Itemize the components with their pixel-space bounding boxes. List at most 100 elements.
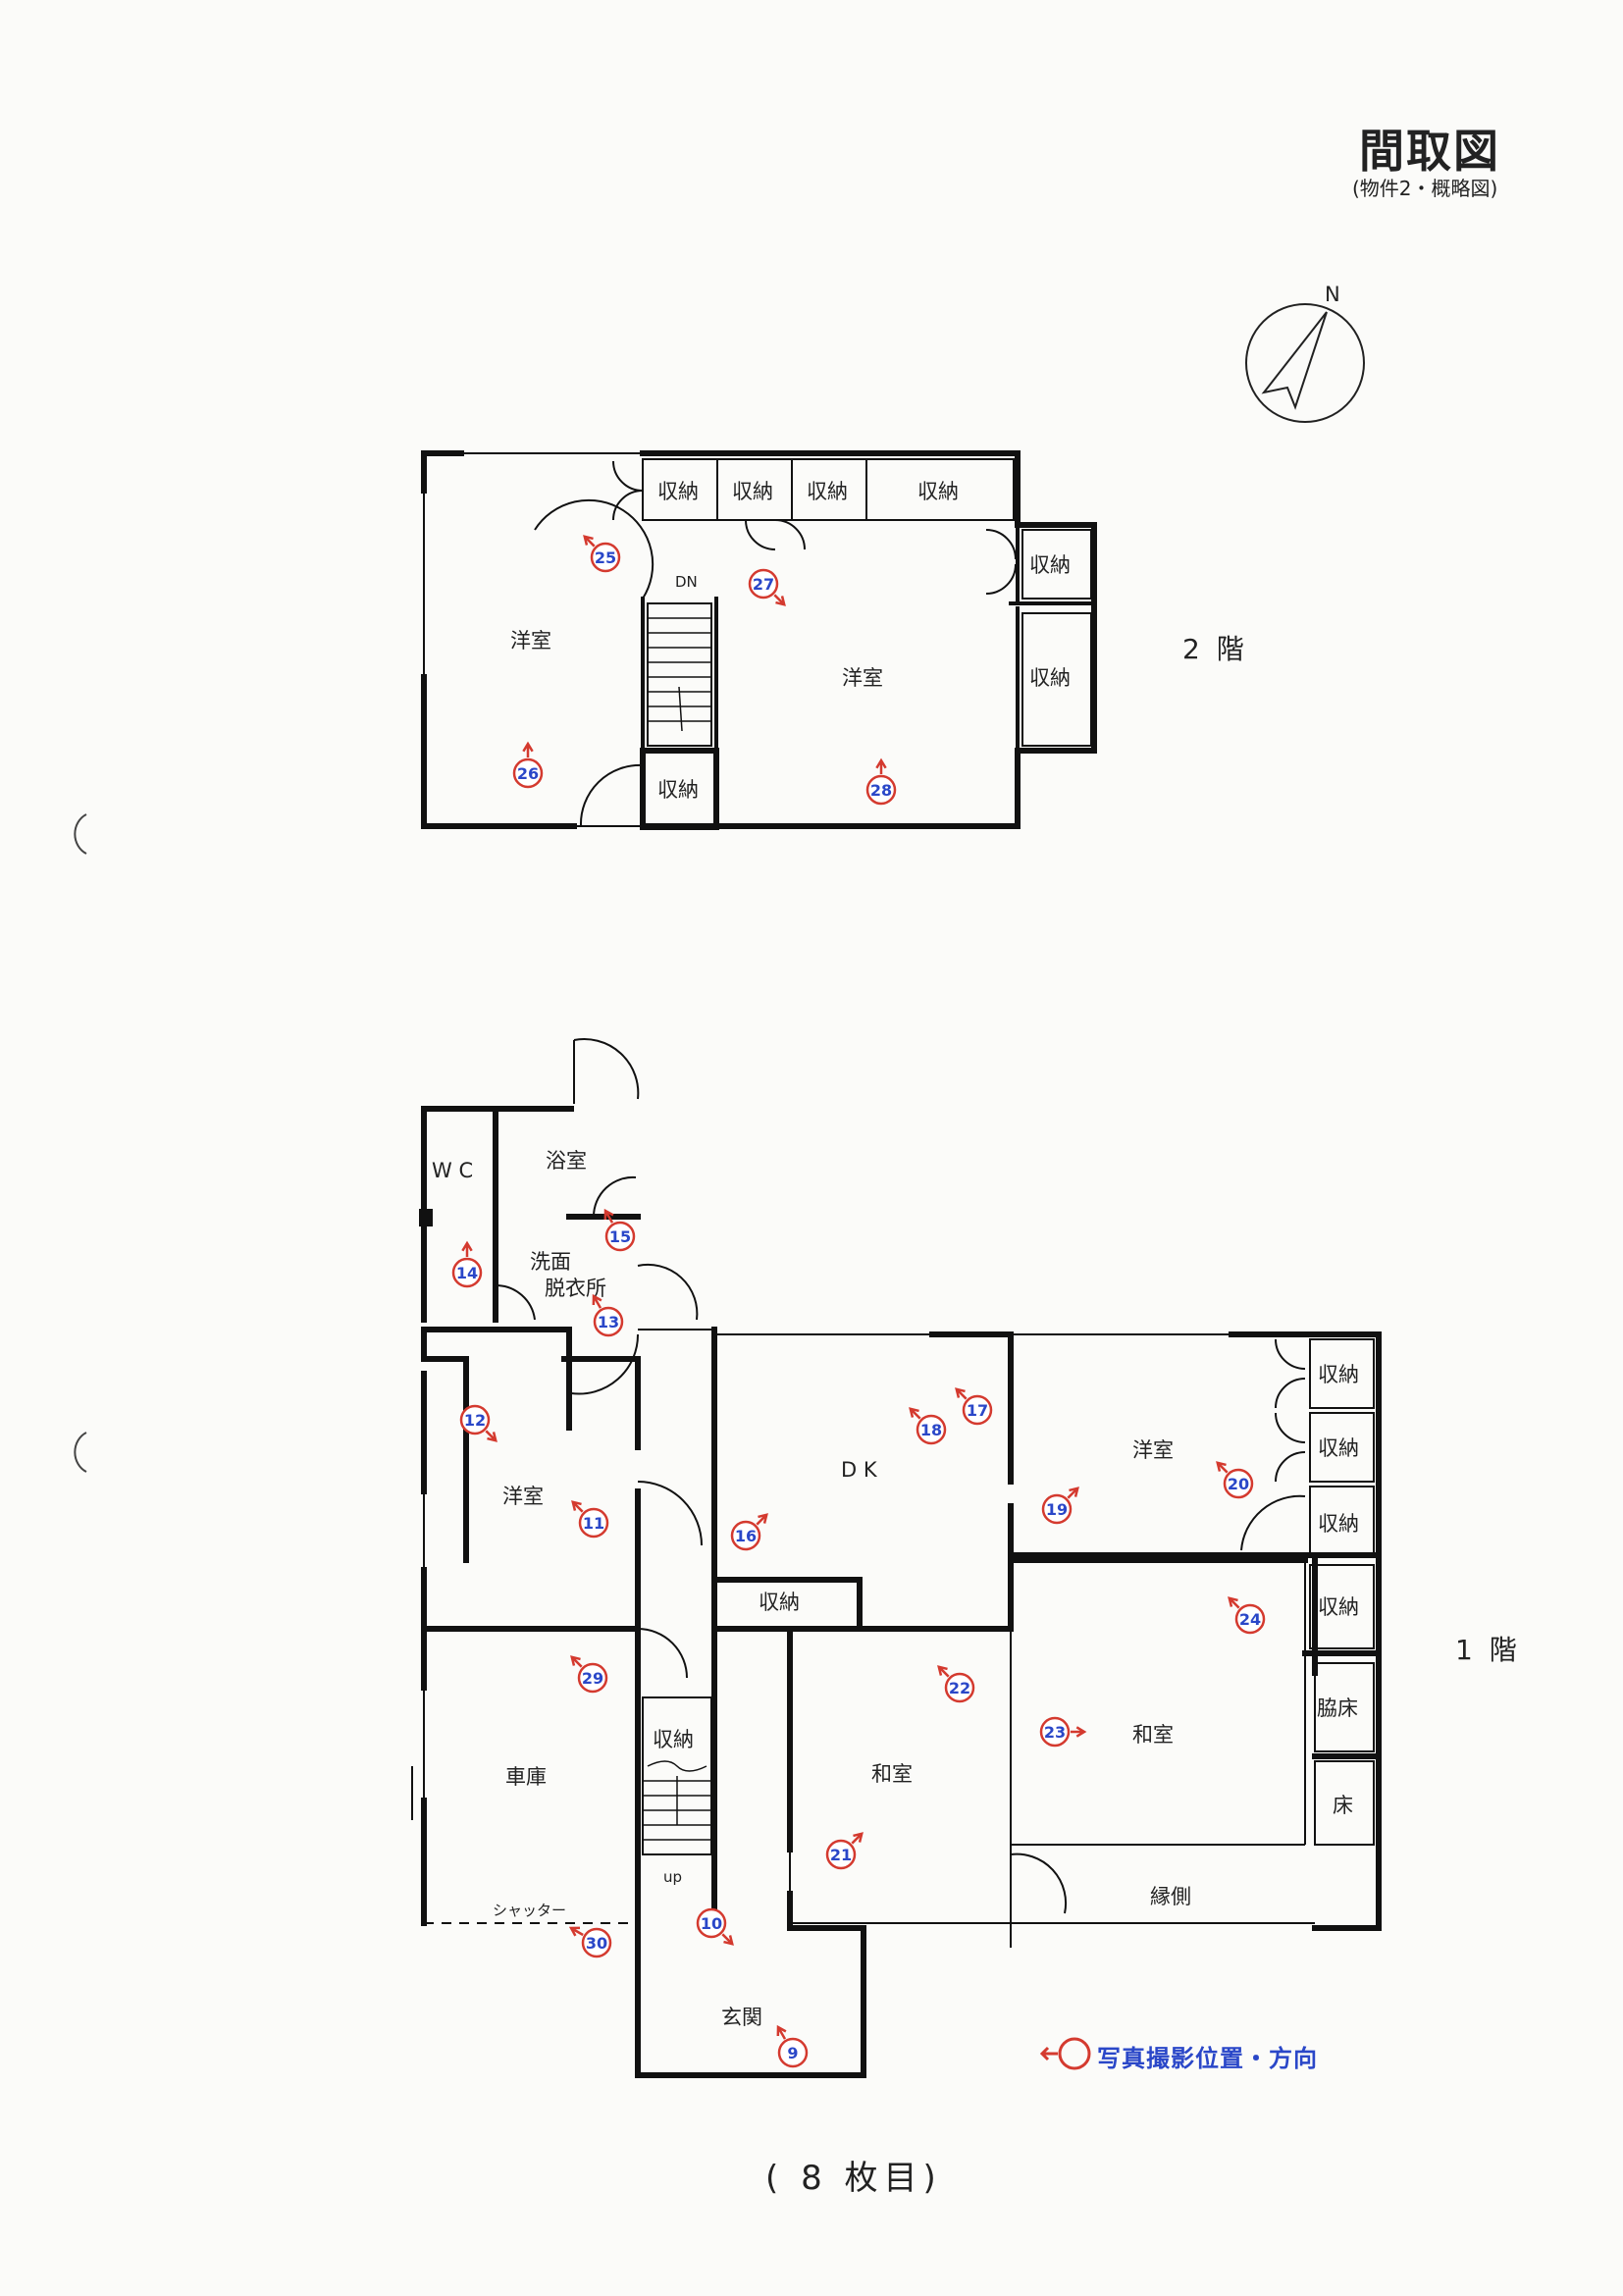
stair-down-label: DN: [675, 573, 698, 591]
photo-marker-circle: [944, 1672, 975, 1703]
photo-marker-17: 17: [955, 1387, 993, 1426]
compass-icon: N: [1245, 283, 1365, 423]
photo-marker-circle: [604, 1221, 636, 1252]
photo-marker-circle: [1041, 1493, 1073, 1525]
photo-marker-circle: [577, 1662, 608, 1694]
room-washroom: 洗面: [530, 1250, 571, 1274]
photo-marker-number: 16: [735, 1527, 757, 1545]
photo-direction-arrow-icon: [721, 1933, 734, 1946]
photo-direction-arrow-icon: [909, 1407, 921, 1420]
photo-marker-number: 29: [582, 1669, 603, 1688]
sheet-number: ( 8 枚目): [765, 2159, 942, 2198]
photo-marker-number: 17: [967, 1401, 988, 1420]
stair-up-label: up: [663, 1868, 682, 1886]
photo-marker-number: 25: [595, 548, 616, 567]
photo-marker-23: 23: [1039, 1716, 1087, 1748]
photo-marker-10: 10: [696, 1907, 734, 1946]
photo-direction-arrow-icon: [1067, 1487, 1079, 1499]
room-bath: 浴室: [546, 1149, 587, 1173]
photo-direction-arrow-icon: [570, 1655, 583, 1668]
photo-direction-arrow-icon: [776, 2024, 787, 2040]
room-japanese-a: 和室: [871, 1762, 913, 1786]
photo-marker-circle: [590, 542, 621, 573]
punch-hole-mark: [74, 813, 87, 855]
photo-marker-18: 18: [909, 1407, 947, 1445]
photo-direction-arrow-icon: [571, 1500, 584, 1513]
photo-marker-circle: [777, 2037, 809, 2068]
photo-marker-30: 30: [568, 1926, 612, 1958]
photo-marker-number: 30: [586, 1934, 607, 1953]
photo-direction-arrow-icon: [1228, 1596, 1240, 1609]
photo-marker-number: 15: [609, 1227, 631, 1246]
room-western-2f-a: 洋室: [510, 629, 551, 652]
photo-marker-20: 20: [1216, 1461, 1254, 1499]
photo-marker-circle: [578, 1507, 609, 1539]
photo-marker-number: 19: [1046, 1500, 1068, 1519]
storage-label: 収納: [1318, 1363, 1359, 1386]
photo-marker-number: 21: [830, 1846, 852, 1864]
photo-marker-25: 25: [583, 535, 621, 573]
photo-marker-number: 11: [583, 1514, 604, 1533]
room-japanese-b: 和室: [1132, 1723, 1174, 1747]
room-changing: 脱衣所: [545, 1277, 606, 1300]
room-wakidoko: 脇床: [1317, 1696, 1358, 1720]
photo-marker-number: 14: [456, 1264, 478, 1282]
photo-marker-circle: [825, 1839, 857, 1870]
photo-marker-24: 24: [1228, 1596, 1266, 1635]
storage-label: 収納: [917, 480, 959, 503]
floor-label-first: 1 階: [1455, 1634, 1521, 1666]
photo-marker-circle: [593, 1306, 624, 1337]
photo-marker-28: 28: [865, 757, 897, 806]
storage-label: 収納: [1029, 666, 1071, 690]
photo-marker-circle: [1223, 1468, 1254, 1499]
room-western-1f-a: 洋室: [502, 1485, 544, 1508]
photo-marker-circle: [730, 1520, 761, 1551]
photo-markers: 2527262815141312181711161920242922232110…: [451, 535, 1266, 2068]
photo-direction-arrow-icon: [955, 1387, 968, 1400]
photo-marker-circle: [916, 1414, 947, 1445]
photo-marker-13: 13: [592, 1293, 624, 1337]
room-wc: W C: [432, 1159, 473, 1182]
photo-marker-15: 15: [603, 1208, 636, 1252]
photo-marker-number: 18: [920, 1421, 942, 1439]
photo-direction-arrow-icon: [522, 741, 534, 757]
storage-label: 収納: [657, 778, 699, 802]
storage-label: 収納: [1318, 1512, 1359, 1536]
photo-marker-circle: [962, 1394, 993, 1426]
photo-direction-arrow-icon: [583, 535, 596, 548]
photo-marker-number: 20: [1228, 1475, 1249, 1493]
photo-marker-circle: [696, 1907, 727, 1939]
room-western-2f-b: 洋室: [842, 666, 883, 690]
storage-label: 収納: [653, 1728, 694, 1751]
storage-label: 収納: [807, 480, 848, 503]
room-garage: 車庫: [505, 1765, 547, 1789]
room-western-1f-b: 洋室: [1132, 1438, 1174, 1462]
photo-direction-arrow-icon: [1071, 1726, 1087, 1738]
punch-hole-mark: [74, 1432, 87, 1473]
photo-marker-16: 16: [730, 1513, 768, 1551]
photo-marker-circle: [1039, 1716, 1071, 1748]
photo-marker-circle: [459, 1404, 491, 1435]
photo-marker-12: 12: [459, 1404, 497, 1442]
storage-label: 収納: [1029, 553, 1071, 577]
photo-marker-number: 9: [787, 2044, 798, 2062]
room-dk: D K: [841, 1458, 878, 1482]
photo-marker-14: 14: [451, 1240, 483, 1288]
photo-marker-circle: [451, 1257, 483, 1288]
legend-text: 写真撮影位置・方向: [1097, 2045, 1318, 2072]
photo-marker-29: 29: [570, 1655, 608, 1694]
photo-direction-arrow-icon: [851, 1832, 864, 1845]
storage-label: 収納: [759, 1591, 800, 1614]
photo-marker-number: 23: [1044, 1723, 1066, 1742]
compass-label: N: [1325, 283, 1340, 306]
storage-label: 収納: [1318, 1595, 1359, 1619]
floor-label-second: 2 階: [1182, 633, 1248, 665]
room-entrance: 玄関: [721, 2006, 762, 2029]
photo-marker-circle: [581, 1927, 612, 1958]
photo-marker-circle: [1234, 1603, 1266, 1635]
photo-marker-circle: [512, 757, 544, 789]
shutter-label: シャッター: [493, 1902, 566, 1919]
second-floor-walls: [421, 450, 1097, 830]
photo-marker-22: 22: [937, 1665, 975, 1703]
